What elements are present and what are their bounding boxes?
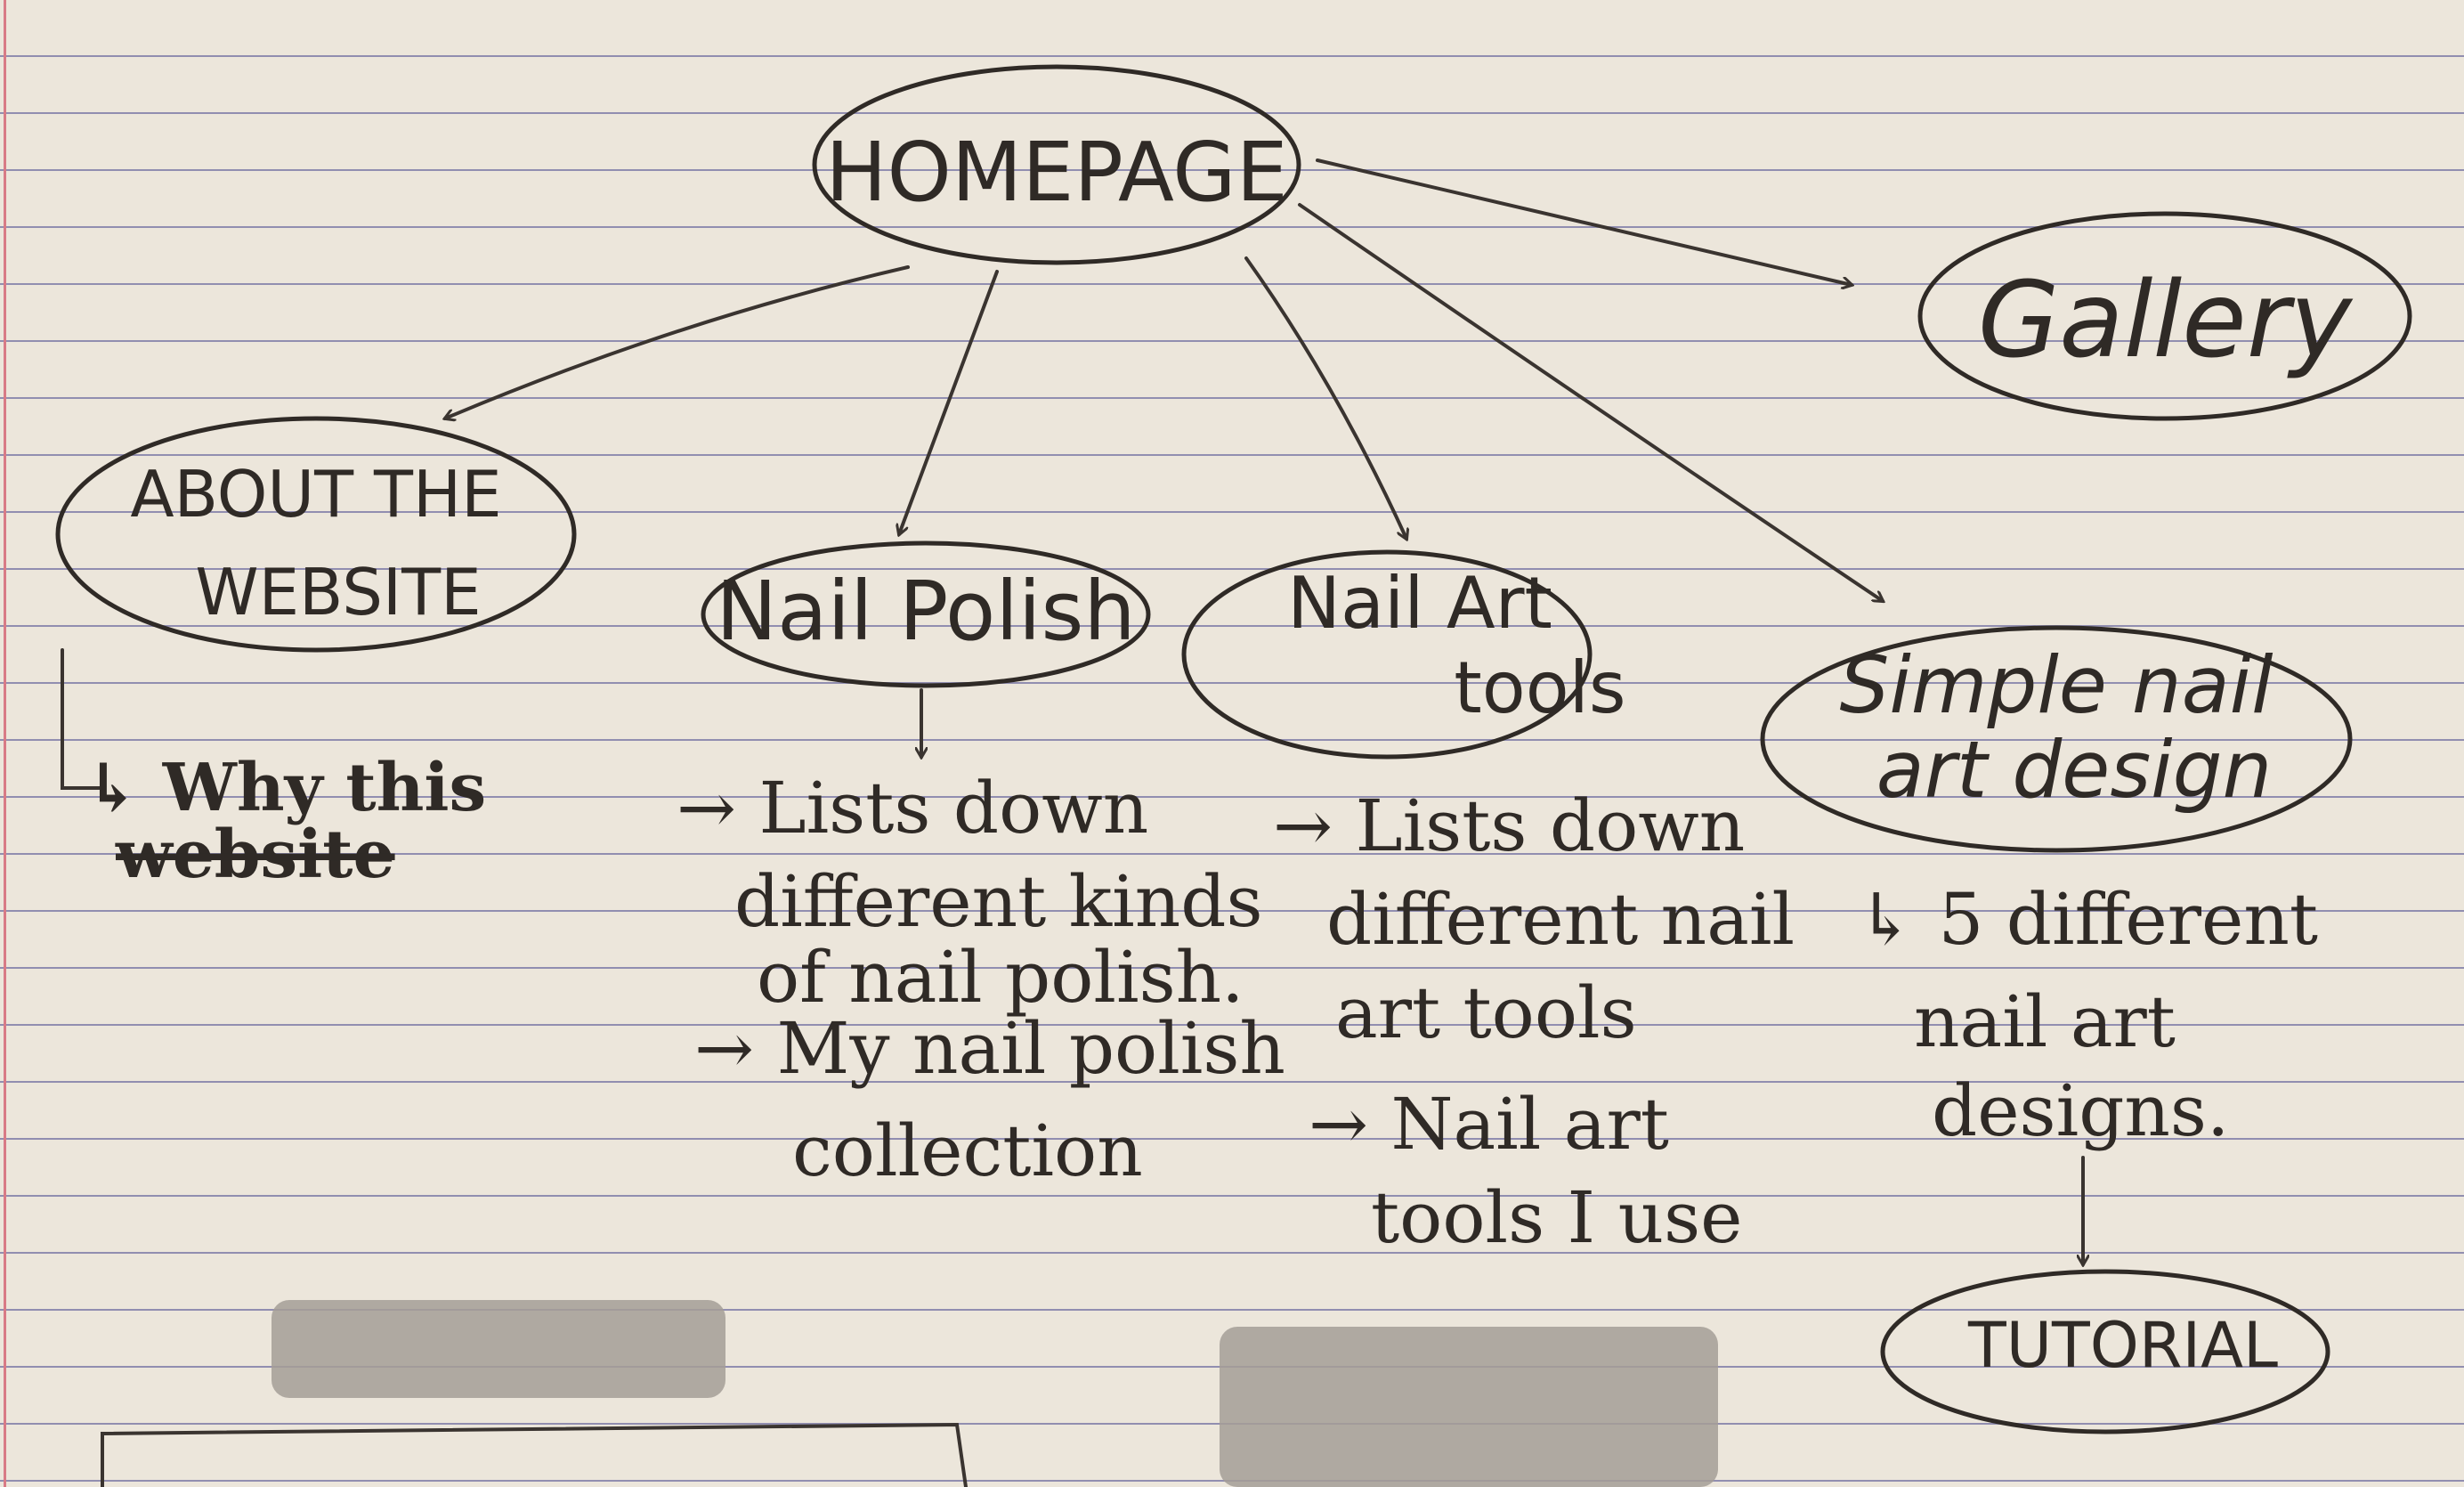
nail-polish-note-line1: → Lists down — [677, 767, 1148, 849]
nail-polish-node-outline — [701, 540, 1151, 688]
redacted-regions — [101, 1300, 1718, 1487]
nail-art-tools-notes: → Lists down different nail art tools → … — [1273, 784, 1795, 1259]
about-notes: ↳ Why this website — [85, 750, 486, 893]
nail-art-tools-note-line4: → Nail art — [1309, 1083, 1669, 1166]
redacted-block-center — [1220, 1327, 1718, 1487]
tutorial-label: TUTORIAL — [1967, 1309, 2278, 1382]
nail-polish-label: Nail Polish — [716, 564, 1135, 659]
gallery-label: Gallery — [1978, 258, 2354, 381]
nail-polish-notes: → Lists down different kinds of nail pol… — [677, 767, 1285, 1192]
nail-art-tools-note-line3: art tools — [1335, 971, 1637, 1054]
simple-design-note-line3: designs. — [1932, 1069, 2229, 1152]
arrow-homepage-to-nail-art-tools — [1244, 256, 1406, 539]
about-note-line1: ↳ Why this — [85, 750, 486, 826]
nail-art-tools-label-line2: tools — [1454, 646, 1625, 729]
arrow-homepage-to-nail-polish — [899, 270, 999, 534]
homepage-label: HOMEPAGE — [825, 125, 1287, 220]
nail-art-tools-note-line1: → Lists down — [1273, 784, 1745, 867]
arrow-homepage-to-gallery — [1316, 158, 1852, 285]
homepage-node-outline — [812, 64, 1301, 265]
node-labels: HOMEPAGE Gallery ABOUT THE WEBSITE Nail … — [130, 125, 2354, 1382]
nail-art-tools-note-line2: different nail — [1326, 878, 1795, 961]
tutorial-node-outline — [1880, 1269, 2330, 1434]
margin-line — [4, 0, 6, 1487]
arrow-homepage-to-about — [445, 265, 910, 418]
simple-design-notes: ↳ 5 different nail art designs. — [1856, 878, 2318, 1152]
simple-design-node-outline — [1760, 625, 2353, 853]
nail-polish-note-line4: → My nail polish — [694, 1007, 1285, 1090]
about-label-line2: WEBSITE — [195, 555, 481, 630]
arrow-homepage-to-simple-design — [1298, 203, 1883, 601]
about-note-line2: website — [115, 817, 395, 893]
bottom-box-outline — [101, 1422, 968, 1487]
nail-polish-note-line2: different kinds — [734, 860, 1263, 943]
nail-polish-note-line3: of nail polish. — [757, 936, 1244, 1019]
about-label-line1: ABOUT THE — [130, 457, 501, 532]
about-node-outline — [55, 416, 577, 653]
nail-art-tools-note-line5: tools I use — [1371, 1176, 1743, 1259]
nail-polish-note-line5: collection — [792, 1109, 1143, 1192]
redacted-block-left — [272, 1300, 725, 1398]
simple-design-label-line2: art design — [1876, 724, 2273, 816]
simple-design-note-line1: ↳ 5 different — [1856, 878, 2318, 961]
nail-art-tools-node-outline — [1181, 549, 1593, 760]
nodes — [55, 64, 2412, 1434]
simple-design-label-line1: Simple nail — [1839, 639, 2274, 731]
edges — [61, 158, 2083, 1264]
arrow-about-hook — [61, 648, 104, 790]
nail-art-tools-label-line1: Nail Art — [1287, 562, 1552, 645]
simple-design-note-line2: nail art — [1914, 980, 2176, 1063]
gallery-node-outline — [1917, 211, 2412, 421]
